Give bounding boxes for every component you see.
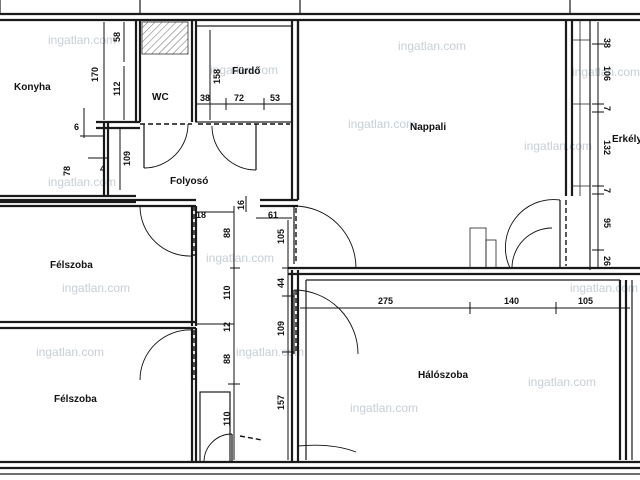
dimension-lines bbox=[80, 22, 630, 460]
dim-label: 158 bbox=[212, 69, 222, 84]
dim-label: 112 bbox=[112, 81, 122, 96]
dim-label: 106 bbox=[602, 66, 612, 81]
dim-label: 110 bbox=[222, 285, 232, 300]
watermark: ingatlan.com bbox=[36, 345, 104, 359]
dim-label: 170 bbox=[90, 67, 100, 82]
doors bbox=[139, 123, 567, 463]
dim-label: 6 bbox=[74, 122, 79, 132]
dim-label: 72 bbox=[234, 93, 244, 103]
room-label-konyha: Konyha bbox=[14, 82, 51, 93]
dim-label: 78 bbox=[62, 166, 72, 176]
dim-label: 88 bbox=[222, 354, 232, 364]
room-label-felszoba-2: Félszoba bbox=[54, 394, 97, 405]
dim-label: 275 bbox=[378, 296, 393, 306]
dim-label: 38 bbox=[602, 38, 612, 48]
dim-label: 132 bbox=[602, 140, 612, 155]
room-label-folyoso: Folyosó bbox=[170, 176, 208, 187]
dim-label: 157 bbox=[276, 395, 286, 410]
watermark: ingatlan.com bbox=[236, 345, 304, 359]
dim-label: 44 bbox=[276, 278, 286, 288]
dim-label: 61 bbox=[268, 210, 278, 220]
room-label-erkely: Erkély bbox=[612, 134, 640, 145]
watermark-layer: ingatlan.com ingatlan.com ingatlan.com i… bbox=[36, 33, 640, 415]
dim-label: 109 bbox=[276, 321, 286, 336]
room-label-haloszoba: Hálószoba bbox=[418, 370, 468, 381]
dim-label: 16 bbox=[236, 200, 246, 210]
watermark: ingatlan.com bbox=[572, 65, 640, 79]
dim-label: 4 bbox=[100, 164, 105, 174]
dim-label: 109 bbox=[122, 151, 132, 166]
windows bbox=[469, 20, 590, 269]
dim-label: 140 bbox=[504, 296, 519, 306]
dim-label: 38 bbox=[200, 93, 210, 103]
watermark: ingatlan.com bbox=[570, 281, 638, 295]
dim-label: 58 bbox=[112, 32, 122, 42]
watermark: ingatlan.com bbox=[524, 139, 592, 153]
dim-label: 105 bbox=[578, 296, 593, 306]
room-label-nappali: Nappali bbox=[410, 122, 446, 133]
dim-label: 26 bbox=[602, 256, 612, 266]
watermark: ingatlan.com bbox=[350, 401, 418, 415]
dim-label: 95 bbox=[602, 218, 612, 228]
watermark: ingatlan.com bbox=[528, 375, 596, 389]
watermark: ingatlan.com bbox=[398, 39, 466, 53]
watermark: ingatlan.com bbox=[210, 63, 278, 77]
dim-label: 105 bbox=[276, 229, 286, 244]
dimension-labels: 58 170 112 6 78 4 109 158 38 72 53 16 18… bbox=[62, 32, 612, 426]
room-label-furdo: Fürdő bbox=[232, 66, 260, 77]
watermark: ingatlan.com bbox=[206, 251, 274, 265]
dim-label: 18 bbox=[196, 210, 206, 220]
watermark: ingatlan.com bbox=[48, 33, 116, 47]
dim-label: 110 bbox=[222, 411, 232, 426]
dim-label: 7 bbox=[602, 188, 612, 193]
dim-label: 12 bbox=[222, 322, 232, 332]
dim-label: 7 bbox=[602, 106, 612, 111]
watermark: ingatlan.com bbox=[348, 117, 416, 131]
room-label-wc: WC bbox=[152, 92, 169, 103]
watermark: ingatlan.com bbox=[62, 281, 130, 295]
dim-label: 88 bbox=[222, 228, 232, 238]
dim-label: 53 bbox=[270, 93, 280, 103]
room-labels: Konyha WC Fürdő Nappali Erkély Folyosó F… bbox=[14, 66, 640, 405]
room-label-felszoba-1: Félszoba bbox=[50, 260, 93, 271]
watermark: ingatlan.com bbox=[48, 175, 116, 189]
